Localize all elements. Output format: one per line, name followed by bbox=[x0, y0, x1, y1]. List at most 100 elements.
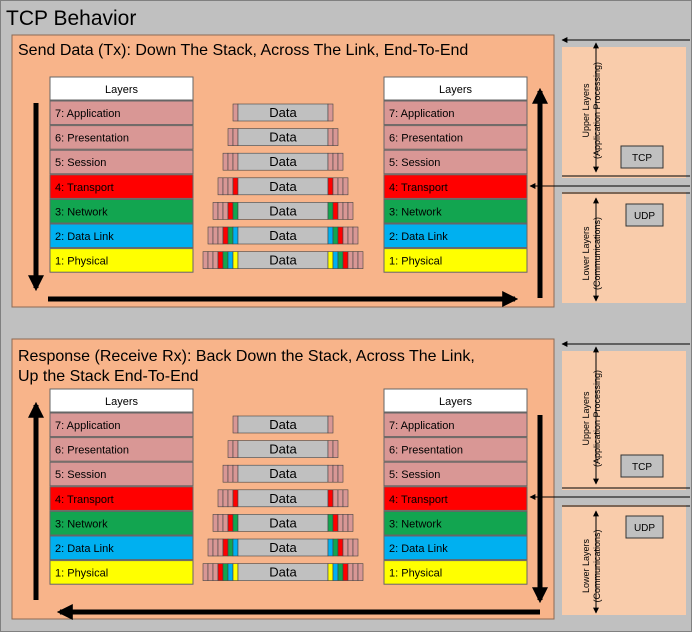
layer-label: 7: Application bbox=[389, 108, 454, 120]
tcp-box bbox=[620, 145, 664, 169]
header-segment bbox=[207, 226, 214, 245]
layer-label: 4: Transport bbox=[389, 494, 448, 506]
layer-box bbox=[49, 174, 194, 199]
header-segment bbox=[212, 251, 219, 269]
header-segment bbox=[232, 464, 239, 483]
trailer-segment bbox=[347, 538, 354, 557]
trailer-segment bbox=[342, 177, 349, 196]
udp-label: UDP bbox=[634, 211, 655, 222]
layer-box bbox=[383, 535, 528, 561]
layer-label: 1: Physical bbox=[389, 568, 442, 580]
trailer-segment bbox=[327, 103, 334, 122]
trailer-segment bbox=[337, 202, 344, 220]
layer-label: 7: Application bbox=[389, 420, 454, 432]
layer-label: 5: Session bbox=[389, 157, 440, 169]
upper-layers-label: Upper Layers(Application Processing) bbox=[581, 62, 602, 159]
header-segment bbox=[222, 177, 229, 196]
trailer-segment bbox=[327, 202, 334, 220]
layer-box bbox=[383, 198, 528, 224]
header-segment bbox=[217, 177, 224, 196]
layer-label: 1: Physical bbox=[389, 256, 442, 268]
lower-layers-label-line: Lower Layers bbox=[581, 538, 591, 593]
header-segment bbox=[232, 440, 239, 458]
data-label: Data bbox=[269, 253, 297, 268]
lower-layers-box bbox=[562, 192, 686, 303]
data-label: Data bbox=[269, 491, 297, 506]
header-segment bbox=[227, 563, 234, 581]
layer-box bbox=[49, 486, 194, 511]
layer-label: 3: Network bbox=[55, 518, 108, 530]
trailer-segment bbox=[327, 464, 334, 483]
tcp-box bbox=[620, 454, 664, 478]
trailer-segment bbox=[352, 251, 359, 269]
trailer-segment bbox=[347, 251, 354, 269]
trailer-segment bbox=[337, 464, 344, 483]
layer-box bbox=[49, 535, 194, 561]
layer-box bbox=[383, 248, 528, 273]
data-label: Data bbox=[269, 540, 297, 555]
trailer-segment bbox=[327, 538, 334, 557]
trailer-segment bbox=[347, 563, 354, 581]
trailer-segment bbox=[342, 489, 349, 508]
header-segment bbox=[207, 251, 214, 269]
layer-label: 4: Transport bbox=[55, 494, 114, 506]
trailer-segment bbox=[337, 489, 344, 508]
layer-label: 3: Network bbox=[389, 518, 442, 530]
layers-header-box bbox=[49, 76, 194, 101]
lower-layers-label-line: (Communications) bbox=[592, 529, 602, 602]
layer-label: 2: Data Link bbox=[55, 543, 114, 555]
trailer-segment bbox=[332, 563, 339, 581]
layer-box bbox=[49, 198, 194, 224]
panel-response: Response (Receive Rx): Back Down the Sta… bbox=[11, 338, 555, 621]
layer-box bbox=[383, 223, 528, 249]
upper-layers-label-line: (Application Processing) bbox=[592, 370, 602, 467]
trailer-segment bbox=[332, 177, 339, 196]
data-label: Data bbox=[269, 203, 297, 218]
lower-layers-label-line: (Communications) bbox=[592, 217, 602, 290]
layer-label: 2: Data Link bbox=[55, 231, 114, 243]
header-segment bbox=[232, 489, 239, 508]
upper-layers-label-line: (Application Processing) bbox=[592, 62, 602, 159]
header-segment bbox=[202, 251, 209, 269]
trailer-segment bbox=[332, 514, 339, 532]
trailer-segment bbox=[332, 440, 339, 458]
layer-label: 6: Presentation bbox=[389, 445, 463, 457]
trailer-segment bbox=[327, 152, 334, 171]
header-segment bbox=[217, 251, 224, 269]
layer-box bbox=[383, 100, 528, 126]
panel-title-line: Send Data (Tx): Down The Stack, Across T… bbox=[18, 42, 468, 59]
trailer-segment bbox=[337, 563, 344, 581]
data-label: Data bbox=[269, 105, 297, 120]
udp-label: UDP bbox=[634, 523, 655, 534]
header-segment bbox=[232, 251, 239, 269]
layer-box bbox=[49, 248, 194, 273]
tcp-label: TCP bbox=[632, 462, 652, 473]
trailer-segment bbox=[327, 177, 334, 196]
layer-box bbox=[49, 437, 194, 462]
header-segment bbox=[217, 538, 224, 557]
layers-header: Layers bbox=[105, 84, 139, 96]
layer-box bbox=[49, 510, 194, 536]
page-title: TCP Behavior bbox=[6, 7, 136, 30]
trailer-segment bbox=[332, 128, 339, 146]
layer-label: 7: Application bbox=[55, 420, 120, 432]
header-segment bbox=[217, 226, 224, 245]
header-segment bbox=[232, 538, 239, 557]
header-segment bbox=[227, 538, 234, 557]
trailer-segment bbox=[342, 251, 349, 269]
layer-label: 4: Transport bbox=[389, 182, 448, 194]
header-segment bbox=[227, 226, 234, 245]
header-segment bbox=[232, 177, 239, 196]
flow-arrows bbox=[27, 87, 549, 308]
header-segment bbox=[227, 152, 234, 171]
layer-label: 4: Transport bbox=[55, 182, 114, 194]
upper-layers-label-line: Upper Layers bbox=[581, 83, 591, 138]
layer-label: 6: Presentation bbox=[55, 133, 129, 145]
header-segment bbox=[217, 489, 224, 508]
trailer-segment bbox=[347, 514, 354, 532]
header-segment bbox=[222, 251, 229, 269]
layers-header-box bbox=[383, 76, 528, 101]
header-segment bbox=[232, 152, 239, 171]
